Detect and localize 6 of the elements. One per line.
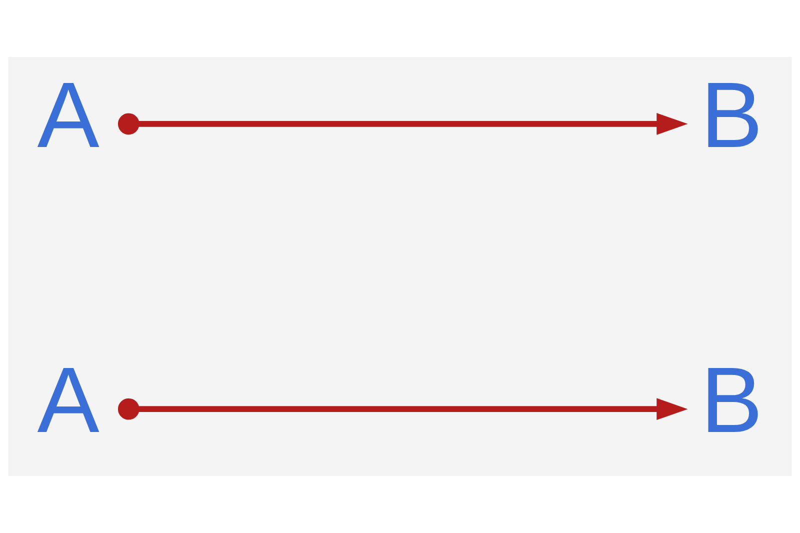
node-text: B — [700, 348, 763, 452]
arrow — [118, 113, 688, 135]
node-text: B — [700, 63, 763, 168]
node-text: A — [37, 348, 100, 452]
arrow — [118, 398, 688, 420]
node-text: A — [37, 63, 100, 168]
